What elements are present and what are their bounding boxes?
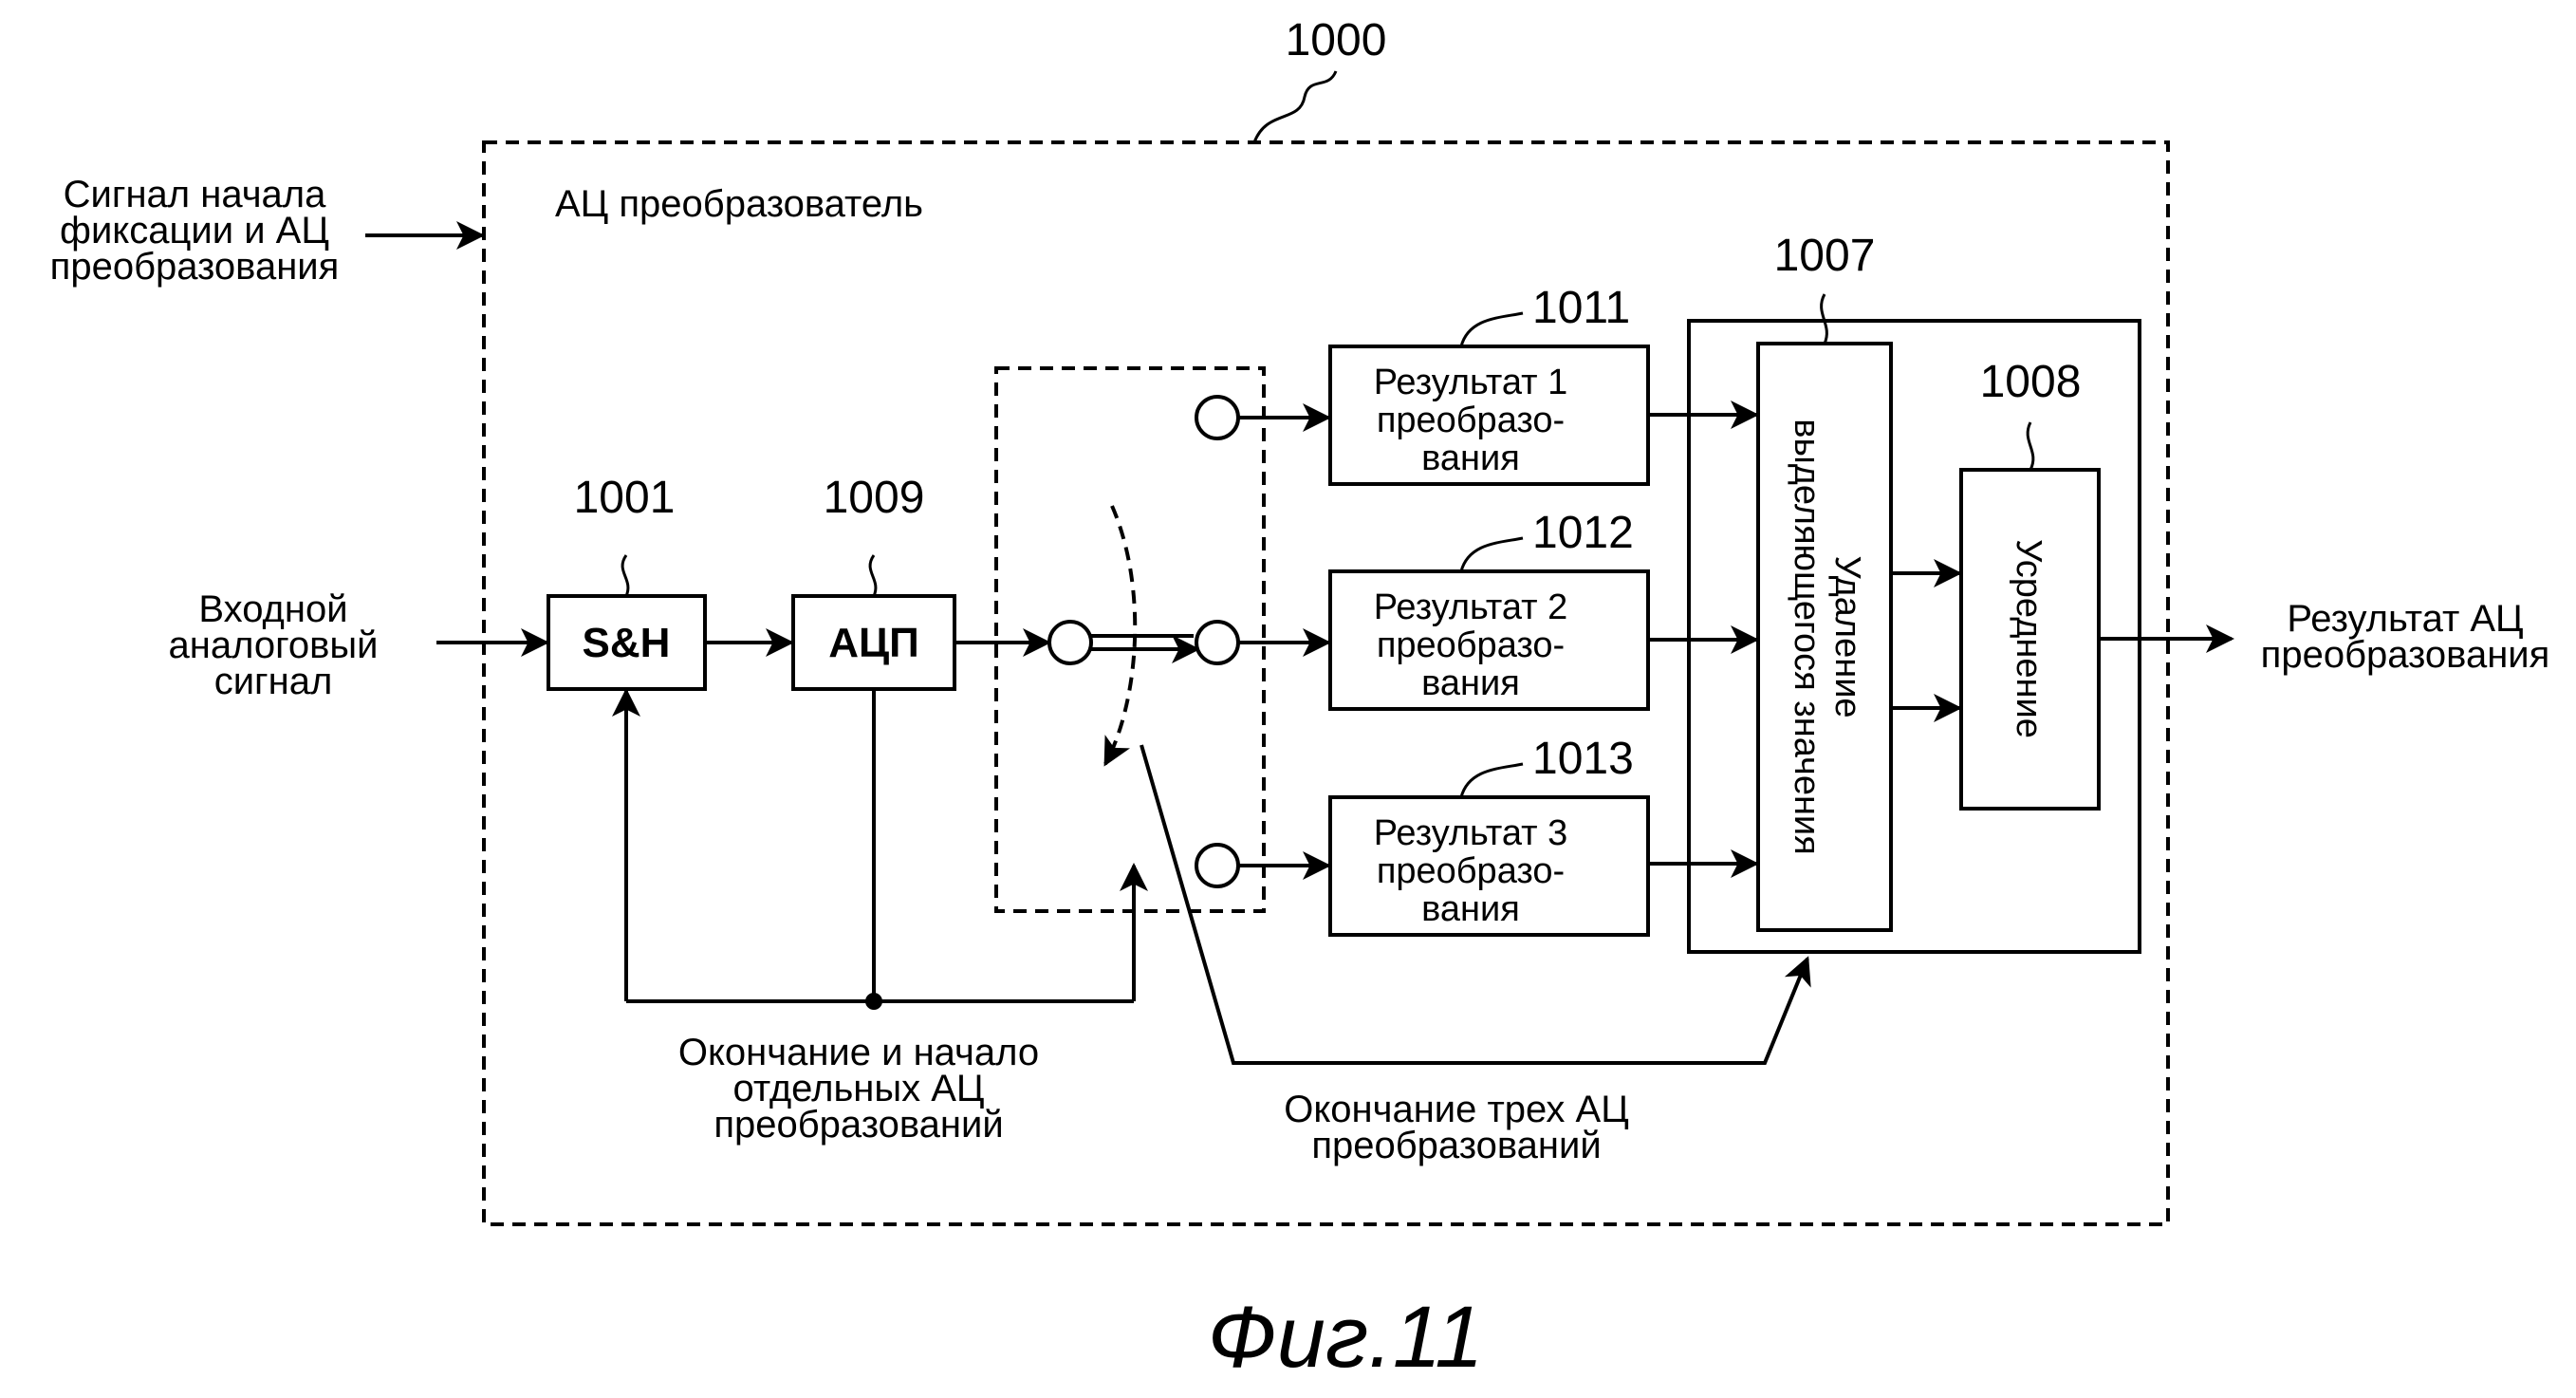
svg-text:Сигнал начала: Сигнал начала	[64, 174, 326, 215]
outlier-removal-line2: выделяющегося значения	[1787, 419, 1826, 855]
three-conversions-line	[1140, 744, 1811, 1065]
output-label: Результат АЦ преобразования	[2261, 598, 2550, 676]
ref-1007: 1007	[1774, 231, 1876, 281]
result3-line2: преобразо-	[1377, 851, 1565, 891]
outlier-removal-line1: Удаление	[1827, 555, 1867, 718]
result1-block	[1328, 345, 1650, 486]
start-signal-label: Сигнал начала фиксации и АЦ преобразован…	[50, 174, 340, 288]
adc-label: АЦП	[828, 620, 919, 666]
result2-line3: вания	[1421, 663, 1520, 703]
processing-container	[1687, 319, 2141, 954]
svg-text:аналоговый: аналоговый	[169, 624, 379, 666]
ref-leader-1007	[1820, 293, 1828, 345]
ref-1013: 1013	[1532, 734, 1634, 784]
ref-leader-1012	[1459, 536, 1524, 572]
result1-line1: Результат 1	[1374, 363, 1568, 402]
svg-text:сигнал: сигнал	[214, 661, 333, 702]
ref-1011: 1011	[1532, 283, 1630, 333]
averaging-label: Усреднение	[2009, 539, 2048, 738]
ref-leader-1009	[868, 554, 878, 597]
switch-terminal-2	[1195, 620, 1240, 665]
ref-1000: 1000	[1286, 15, 1387, 65]
analog-input-label: Входной аналоговый сигнал	[169, 588, 379, 702]
ref-leader-1001	[621, 554, 630, 597]
result3-line1: Результат 3	[1374, 813, 1568, 853]
switch-boundary	[994, 366, 1266, 913]
result2-block	[1328, 569, 1650, 711]
ref-1012: 1012	[1532, 508, 1634, 558]
svg-text:Результат АЦ: Результат АЦ	[2287, 598, 2523, 640]
feedback-junction	[865, 993, 882, 1010]
individual-conversions-label: Окончание и начало отдельных АЦ преобраз…	[678, 1032, 1039, 1146]
ref-1009: 1009	[824, 473, 925, 523]
svg-text:преобразования: преобразования	[2261, 634, 2550, 676]
ref-1001: 1001	[574, 473, 676, 523]
switch-terminal-1	[1195, 395, 1240, 440]
ref-leader-1000	[1252, 70, 1338, 143]
switch-common-terminal	[1047, 620, 1093, 665]
result3-block	[1328, 795, 1650, 937]
result2-line1: Результат 2	[1374, 587, 1568, 627]
svg-text:фиксации и АЦ: фиксации и АЦ	[60, 210, 329, 252]
svg-text:Окончание и начало: Окончание и начало	[678, 1032, 1039, 1073]
svg-text:Окончание трех АЦ: Окончание трех АЦ	[1284, 1089, 1629, 1130]
figure-caption: Фиг.11	[1208, 1289, 1484, 1386]
adc-converter-title: АЦ преобразователь	[555, 183, 923, 225]
svg-text:преобразований: преобразований	[713, 1104, 1003, 1146]
result1-line3: вания	[1421, 438, 1520, 478]
result3-line3: вания	[1421, 889, 1520, 929]
switch-terminal-3	[1195, 843, 1240, 888]
ref-leader-1011	[1459, 311, 1524, 347]
svg-text:отдельных АЦ: отдельных АЦ	[732, 1068, 984, 1109]
ref-leader-1008	[2026, 421, 2035, 471]
outlier-removal-block	[1756, 342, 1893, 932]
svg-text:преобразований: преобразований	[1311, 1125, 1601, 1166]
three-conversions-label: Окончание трех АЦ преобразований	[1284, 1089, 1629, 1166]
result1-line2: преобразо-	[1377, 401, 1565, 440]
svg-text:Входной: Входной	[198, 588, 347, 630]
ref-leader-1013	[1459, 762, 1524, 798]
adc-converter-boundary	[482, 140, 2170, 1226]
switch-rotation-arrow	[1103, 505, 1138, 767]
sample-hold-label: S&H	[583, 620, 671, 666]
ref-1008: 1008	[1980, 357, 2082, 407]
result2-line2: преобразо-	[1377, 625, 1565, 665]
svg-text:преобразования: преобразования	[50, 246, 340, 288]
